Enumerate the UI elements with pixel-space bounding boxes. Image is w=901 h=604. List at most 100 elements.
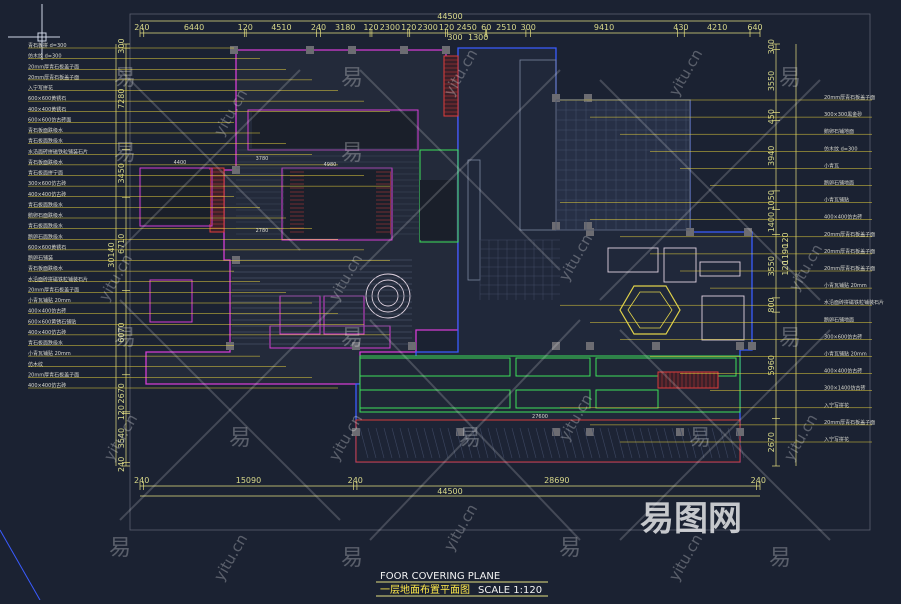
right-dim-label-0: 300 xyxy=(767,39,776,54)
interior-room-3 xyxy=(149,279,193,323)
left-label-6: 400×400黄锈石 xyxy=(28,106,66,113)
diag-hatch xyxy=(671,427,681,459)
bottom-paving-strip xyxy=(355,419,741,463)
left-label-14: 400×400仿古砖 xyxy=(28,191,66,198)
column-2 xyxy=(348,46,356,54)
bottom-dim-label-4: 240 xyxy=(751,476,766,485)
top-dim-label-5: 3180 xyxy=(335,23,355,32)
right-room-3 xyxy=(701,295,745,341)
inline-label-3: 2780 xyxy=(256,228,269,234)
column-19 xyxy=(352,428,360,436)
diag-hatch xyxy=(495,427,505,459)
right-label-5: 鹅卵石铺地面 xyxy=(824,180,854,187)
watermark-stroke-1 xyxy=(119,69,301,251)
left-label-18: 鹅卵石面跌级水 xyxy=(28,233,63,240)
diag-hatch xyxy=(687,427,697,459)
top-dim-label-18: 640 xyxy=(747,23,762,32)
diag-hatch xyxy=(511,427,521,459)
watermark-glyph-0: 易 xyxy=(114,66,136,91)
left-label-4: 入宁写拼花 xyxy=(28,85,53,92)
green-room-1 xyxy=(515,357,591,377)
left-dim-label-2: 3450 xyxy=(117,163,126,183)
column-17 xyxy=(586,342,594,350)
diag-hatch xyxy=(391,427,401,459)
watermark-stroke-11 xyxy=(619,329,831,541)
green-room-3 xyxy=(359,389,511,409)
watermark-stroke-10 xyxy=(619,329,831,541)
right-label-1: 300×300黑金砂 xyxy=(824,111,862,118)
title-chinese: 一层地面布置平面图 xyxy=(380,583,470,596)
stair-right xyxy=(657,371,719,389)
bottom-dim-label-0: 240 xyxy=(134,476,149,485)
column-14 xyxy=(352,342,360,350)
watermark-stroke-0 xyxy=(119,69,301,251)
left-label-21: 青石板面跌级水 xyxy=(28,265,63,272)
left-label-0: 青石板拼 d=300 xyxy=(28,42,67,49)
diag-hatch xyxy=(639,427,649,459)
column-8 xyxy=(584,222,592,230)
left-label-16: 鹅卵石面跌级水 xyxy=(28,212,63,219)
watermark-glyph-2: 易 xyxy=(779,66,801,91)
watermark-domain-11: yitu.cn xyxy=(210,531,251,584)
right-room-2 xyxy=(699,261,741,277)
diag-hatch xyxy=(359,427,369,459)
left-total-label: 30140 xyxy=(107,242,116,267)
column-23 xyxy=(676,428,684,436)
left-label-5: 600×600黄锈石 xyxy=(28,95,66,102)
diag-hatch xyxy=(503,427,513,459)
top-dim-label-14: 300 xyxy=(521,23,536,32)
diag-hatch xyxy=(607,427,617,459)
left-dim-label-4: 6070 xyxy=(117,322,126,342)
right-label-15: 小青瓦铺贴 20mm xyxy=(824,351,867,358)
top-dim-label-0: 240 xyxy=(134,23,149,32)
watermark-stroke-9 xyxy=(369,319,581,541)
left-label-15: 青石板面跌级水 xyxy=(28,201,63,208)
left-label-22: 水沿面砖拼磁铁粒铺装石片 xyxy=(28,276,88,283)
left-label-2: 20mm厚青石板盖子面 xyxy=(28,63,79,70)
diag-hatch xyxy=(599,427,609,459)
right-label-4: 小青瓦 xyxy=(824,162,839,169)
left-dim-label-1: 7280 xyxy=(117,89,126,109)
right-label-13: 鹅卵石铺地面 xyxy=(824,316,854,323)
right-label-12: 水沿面砖拼磁铁粒铺装石片 xyxy=(824,299,884,306)
top-sub-label-1: 1300 xyxy=(468,33,488,42)
diag-hatch xyxy=(727,427,737,459)
column-11 xyxy=(744,228,752,236)
diag-hatch xyxy=(647,427,657,459)
green-room-4 xyxy=(515,389,591,409)
right-label-11: 小青瓦铺贴 20mm xyxy=(824,282,867,289)
left-label-17: 青石板面跌级水 xyxy=(28,223,63,230)
left-label-9: 青石板面跌级水 xyxy=(28,138,63,145)
bottom-dim-label-3: 28690 xyxy=(544,476,569,485)
left-dim-label-5: 2670 xyxy=(117,383,126,403)
left-label-3: 20mm厚青石板盖子面 xyxy=(28,74,79,81)
crosshair-box xyxy=(37,32,47,42)
watermark-domain-10: yitu.cn xyxy=(780,411,821,464)
diag-hatch xyxy=(439,427,449,459)
top-dim-label-1: 6440 xyxy=(184,23,204,32)
right-label-10: 20mm厚青石板盖子面 xyxy=(824,265,875,272)
left-label-26: 600×600黄锈石铺贴 xyxy=(28,318,76,325)
diag-hatch xyxy=(695,427,705,459)
right-label-3: 仿木纹 d=300 xyxy=(824,145,858,152)
column-21 xyxy=(552,428,560,436)
right-room-1 xyxy=(663,247,697,283)
left-label-32: 400×400仿古砖 xyxy=(28,382,66,389)
diag-hatch xyxy=(479,427,489,459)
top-dim-label-9: 2300 xyxy=(417,23,437,32)
diag-hatch xyxy=(559,427,569,459)
left-label-30: 仿木纹 xyxy=(28,361,43,368)
diag-hatch xyxy=(655,427,665,459)
ucs-axis xyxy=(0,529,41,601)
diag-hatch xyxy=(567,427,577,459)
top-dim-label-8: 120 xyxy=(401,23,416,32)
left-dim-label-0: 300 xyxy=(117,38,126,53)
diag-hatch xyxy=(591,427,601,459)
top-dim-label-11: 2450 xyxy=(456,23,476,32)
column-4 xyxy=(442,46,450,54)
right-dim-label-8: 5960 xyxy=(767,355,776,375)
right-label-14: 300×600仿古砖 xyxy=(824,333,862,340)
